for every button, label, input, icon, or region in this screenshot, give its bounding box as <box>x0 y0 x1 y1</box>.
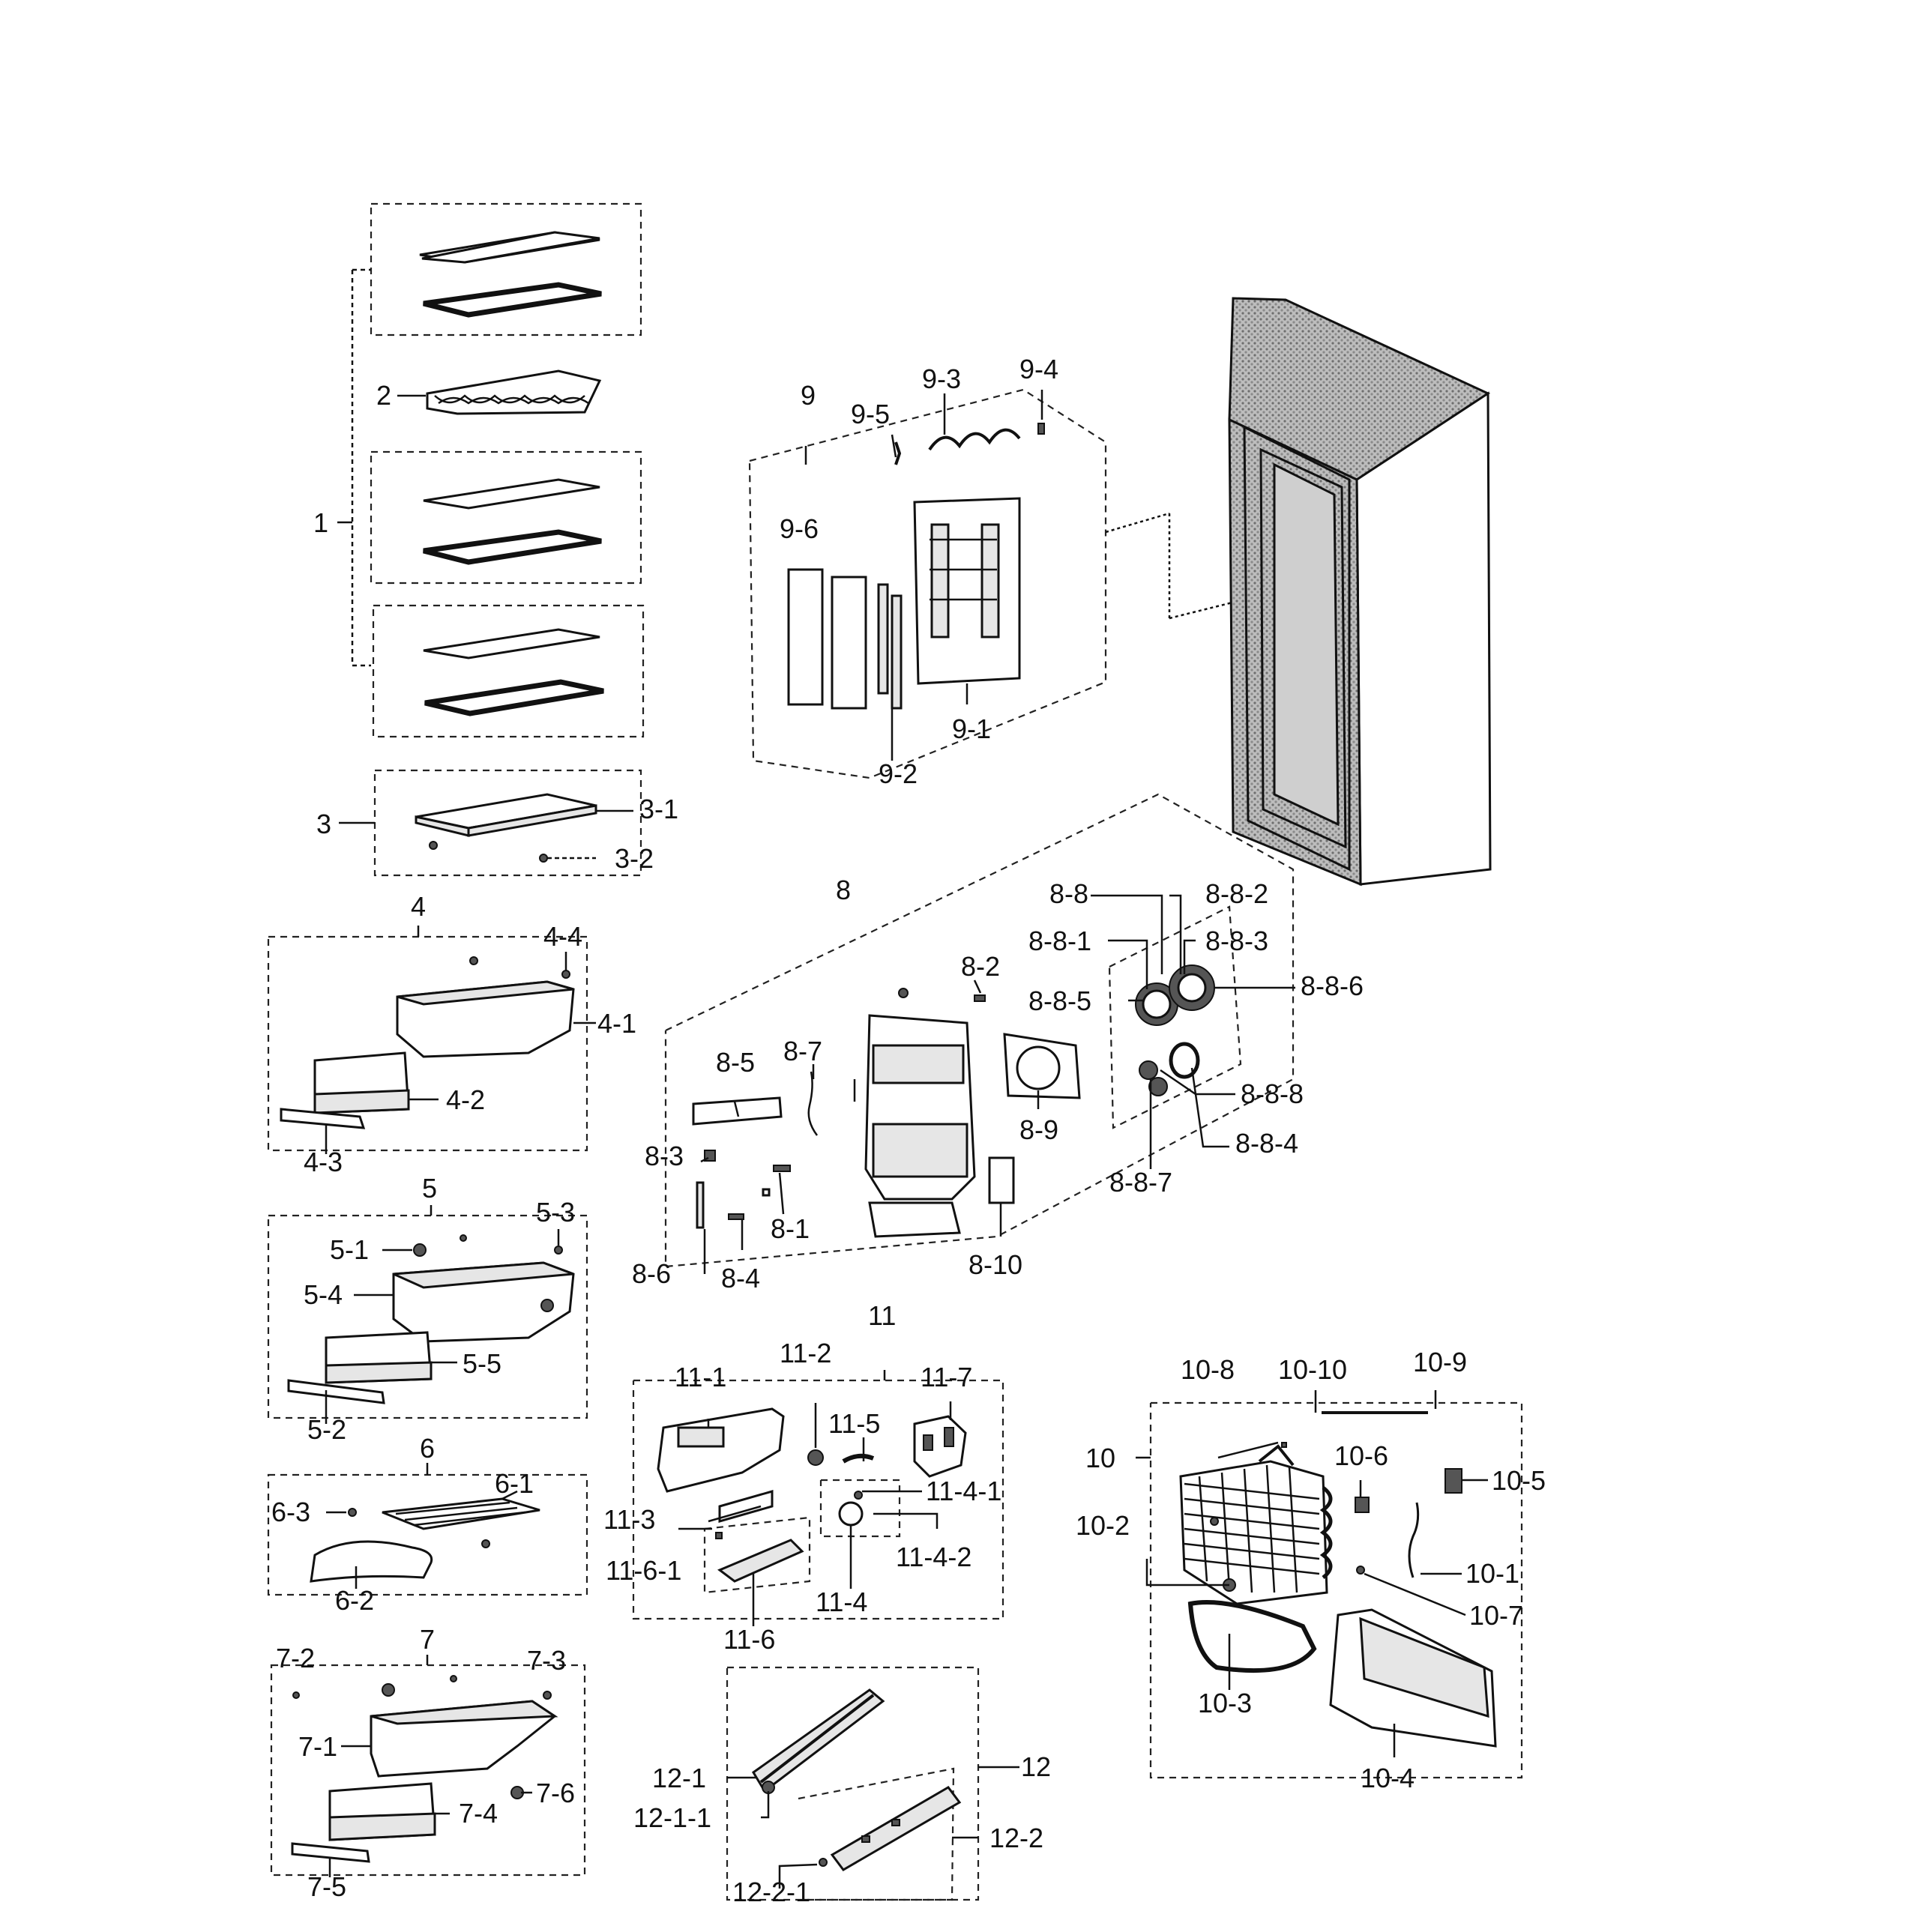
label-5-4: 5-4 <box>304 1279 343 1310</box>
label-3-2: 3-2 <box>615 843 654 874</box>
group-11-water-valve <box>632 1370 1004 1626</box>
label-4-3: 4-3 <box>304 1147 343 1177</box>
label-8-8-2: 8-8-2 <box>1205 878 1268 909</box>
label-8-7: 8-7 <box>783 1036 822 1066</box>
label-10-5: 10-5 <box>1492 1465 1546 1496</box>
label-8-8-5: 8-8-5 <box>1028 985 1091 1016</box>
refrigerator-cabinet <box>1228 297 1492 887</box>
label-8-8-1: 8-8-1 <box>1028 926 1091 956</box>
group-5-drawer <box>267 1205 588 1424</box>
label-7-1: 7-1 <box>298 1731 337 1762</box>
group-4-drawer <box>267 926 596 1154</box>
label-11-1: 11-1 <box>675 1362 726 1392</box>
label-7-3: 7-3 <box>527 1645 566 1676</box>
label-8-8-6: 8-8-6 <box>1301 970 1364 1001</box>
label-7-5: 7-5 <box>307 1871 346 1902</box>
label-6-3: 6-3 <box>271 1497 310 1527</box>
label-11-4-1: 11-4-1 <box>926 1476 1001 1506</box>
label-9-1: 9-1 <box>952 713 991 744</box>
label-9: 9 <box>801 380 816 411</box>
label-8-2: 8-2 <box>961 951 1000 982</box>
label-10-4: 10-4 <box>1361 1763 1415 1793</box>
label-8-8-7: 8-8-7 <box>1109 1167 1172 1198</box>
label-10-2: 10-2 <box>1076 1510 1130 1541</box>
label-10: 10 <box>1085 1443 1115 1473</box>
label-6-1: 6-1 <box>495 1468 534 1499</box>
label-10-6: 10-6 <box>1334 1440 1388 1471</box>
label-9-6: 9-6 <box>780 513 819 544</box>
label-8-3: 8-3 <box>645 1141 684 1171</box>
label-5-5: 5-5 <box>463 1348 501 1379</box>
label-12: 12 <box>1021 1751 1051 1782</box>
group-10-evaporator <box>1136 1390 1523 1779</box>
label-12-1-1: 12-1-1 <box>633 1802 711 1833</box>
label-5: 5 <box>422 1173 437 1204</box>
label-11-4: 11-4 <box>816 1587 867 1617</box>
label-9-5: 9-5 <box>851 399 890 429</box>
label-11: 11 <box>868 1300 896 1331</box>
label-8-8-3: 8-8-3 <box>1205 926 1268 956</box>
label-4-2: 4-2 <box>446 1084 485 1115</box>
label-5-1: 5-1 <box>330 1234 369 1265</box>
label-1: 1 <box>313 507 328 538</box>
label-12-2-1: 12-2-1 <box>732 1877 810 1907</box>
label-10-1: 10-1 <box>1465 1558 1519 1589</box>
label-7-2: 7-2 <box>276 1643 315 1673</box>
label-2: 2 <box>376 380 391 411</box>
label-11-3: 11-3 <box>603 1504 655 1535</box>
label-11-6: 11-6 <box>723 1624 775 1655</box>
label-8-4: 8-4 <box>721 1263 760 1293</box>
group-1-shelves <box>337 202 645 738</box>
label-12-2: 12-2 <box>989 1823 1043 1853</box>
label-7: 7 <box>420 1624 435 1655</box>
label-8: 8 <box>836 875 851 905</box>
label-10-9: 10-9 <box>1413 1347 1467 1377</box>
label-6: 6 <box>420 1433 435 1464</box>
label-7-4: 7-4 <box>459 1798 498 1829</box>
group-9-panel <box>748 388 1245 779</box>
label-4-1: 4-1 <box>597 1008 636 1039</box>
label-4: 4 <box>411 891 426 922</box>
label-8-9: 8-9 <box>1019 1114 1058 1145</box>
label-5-3: 5-3 <box>536 1197 575 1228</box>
label-7-6: 7-6 <box>536 1778 575 1808</box>
label-9-2: 9-2 <box>879 758 918 789</box>
wine-rack <box>397 369 602 415</box>
group-12-heaters <box>726 1666 1019 1901</box>
group-6-tray <box>267 1463 588 1596</box>
group-3-shelf <box>339 769 642 877</box>
label-11-6-1: 11-6-1 <box>606 1555 681 1586</box>
label-8-10: 8-10 <box>968 1249 1022 1280</box>
label-8-6: 8-6 <box>632 1258 671 1289</box>
label-3: 3 <box>316 809 331 839</box>
label-11-2: 11-2 <box>780 1338 831 1368</box>
label-8-8: 8-8 <box>1049 878 1088 909</box>
label-10-7: 10-7 <box>1469 1600 1523 1631</box>
label-3-1: 3-1 <box>639 794 678 824</box>
label-10-3: 10-3 <box>1198 1688 1252 1718</box>
label-8-1: 8-1 <box>771 1213 810 1244</box>
label-10-10: 10-10 <box>1278 1354 1347 1385</box>
callout-labels: 1 2 3 3-1 3-2 4 4-1 4-2 4-3 4-4 5 5-1 5-… <box>271 354 1546 1907</box>
label-8-8-4: 8-8-4 <box>1235 1128 1298 1159</box>
label-12-1: 12-1 <box>652 1763 706 1793</box>
label-8-8-8: 8-8-8 <box>1241 1078 1304 1109</box>
label-4-4: 4-4 <box>543 921 582 952</box>
label-11-4-2: 11-4-2 <box>896 1542 971 1572</box>
label-5-2: 5-2 <box>307 1414 346 1445</box>
group-8-fan-assembly <box>664 793 1295 1274</box>
label-11-5: 11-5 <box>828 1408 880 1439</box>
label-8-5: 8-5 <box>716 1047 755 1078</box>
group-7-drawer <box>270 1655 586 1877</box>
label-9-3: 9-3 <box>922 363 961 394</box>
label-11-7: 11-7 <box>921 1362 972 1392</box>
label-10-8: 10-8 <box>1181 1354 1235 1385</box>
label-6-2: 6-2 <box>335 1585 374 1616</box>
label-9-4: 9-4 <box>1019 354 1058 384</box>
